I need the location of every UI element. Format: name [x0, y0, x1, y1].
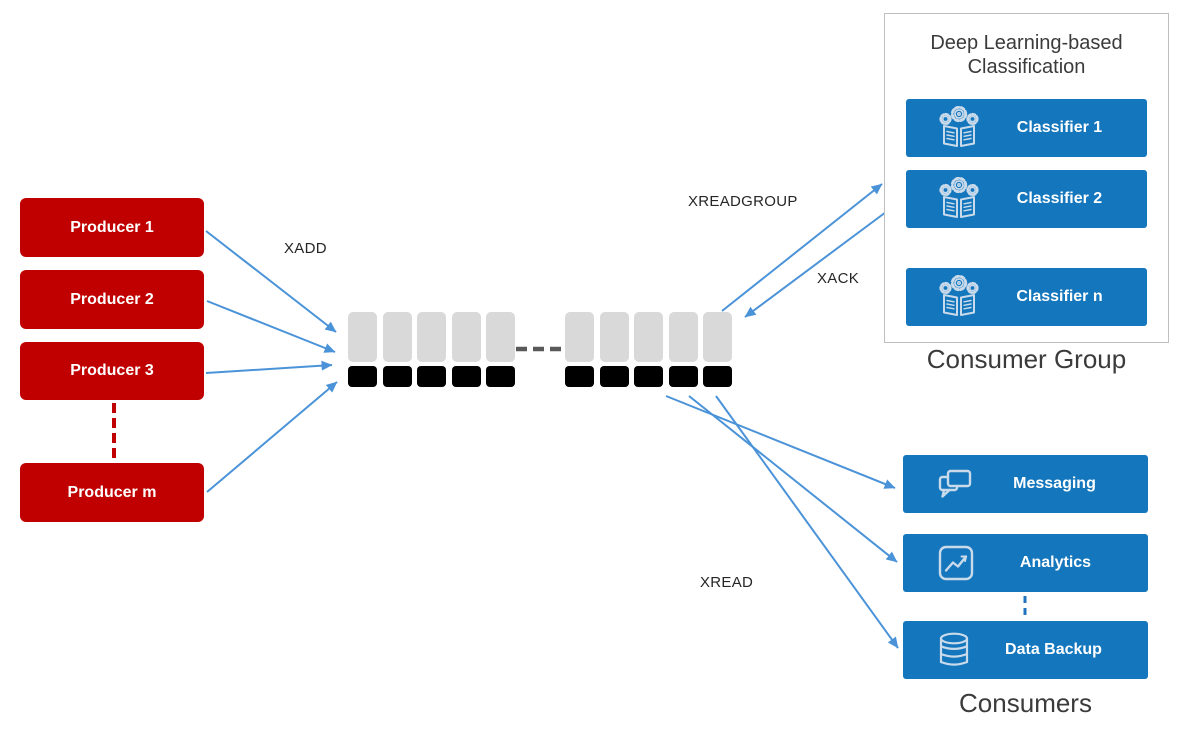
stream-entry-cell [486, 312, 515, 362]
stream-entries-row [348, 312, 515, 362]
producer-m-label: Producer m [67, 483, 157, 501]
stream-ids-row [348, 366, 515, 387]
stream-id-cell [668, 366, 698, 387]
stream-entry-cell [348, 312, 377, 362]
classifier-n-label: Classifier n [1016, 288, 1103, 305]
xreadgroup-command-label: XREADGROUP [688, 193, 798, 210]
producer-3-box: Producer 3 [20, 342, 204, 400]
stream-entry-cell [668, 312, 698, 362]
stream-segment-group-2 [565, 312, 732, 387]
xread-arrow-1 [665, 395, 896, 489]
stream-entry-cell [634, 312, 663, 362]
xadd-arrow-3 [205, 360, 333, 374]
stream-id-cell [382, 366, 412, 387]
classifier-1-label: Classifier 1 [1016, 119, 1103, 136]
data-backup-box: Data Backup [903, 621, 1148, 679]
machine-learning-icon [934, 177, 984, 221]
stream-entry-cell [565, 312, 594, 362]
stream-id-cell [451, 366, 481, 387]
classifier-2-box: Classifier 2 [906, 170, 1147, 228]
stream-id-cell [634, 366, 663, 387]
analytics-box: Analytics [903, 534, 1148, 592]
xread-arrow-2 [688, 395, 898, 563]
machine-learning-icon [934, 106, 984, 150]
stream-ids-row [565, 366, 732, 387]
stream-id-cell [599, 366, 629, 387]
xread-command-label: XREAD [700, 574, 754, 591]
xadd-arrow-4 [206, 381, 338, 493]
producer-1-box: Producer 1 [20, 198, 204, 257]
stream-id-cell [348, 366, 377, 387]
consumers-caption: Consumers [959, 688, 1092, 718]
messaging-box: Messaging [903, 455, 1148, 513]
xadd-arrow-2 [206, 300, 336, 353]
xack-command-label: XACK [817, 270, 860, 287]
stream-segment-group-1 [348, 312, 515, 387]
stream-entry-cell [451, 312, 481, 362]
stream-entry-cell [382, 312, 412, 362]
stream-entry-cell [599, 312, 629, 362]
chat-bubbles-icon [937, 468, 973, 501]
stream-entry-cell [417, 312, 446, 362]
machine-learning-icon [934, 275, 984, 319]
line-chart-icon [937, 544, 975, 582]
stream-entry-cell [703, 312, 732, 362]
producer-2-box: Producer 2 [20, 270, 204, 329]
classifier-2-label: Classifier 2 [1016, 190, 1103, 207]
classifier-n-box: Classifier n [906, 268, 1147, 326]
producer-3-label: Producer 3 [70, 362, 154, 379]
data-backup-label: Data Backup [1005, 641, 1102, 658]
messaging-label: Messaging [1013, 475, 1096, 492]
classifier-1-box: Classifier 1 [906, 99, 1147, 157]
producer-1-label: Producer 1 [70, 218, 154, 236]
stream-entries-row [565, 312, 732, 362]
xack-arrow [744, 211, 887, 318]
analytics-label: Analytics [1019, 554, 1092, 571]
stream-id-cell [703, 366, 732, 387]
consumer-group-title-text: Deep Learning-based Classification [930, 32, 1123, 78]
xread-arrow-3 [715, 395, 899, 649]
stream-id-cell [486, 366, 515, 387]
consumer-group-title: Deep Learning-based Classification [884, 31, 1169, 79]
producer-2-label: Producer 2 [70, 290, 154, 308]
database-icon [937, 631, 971, 670]
stream-id-cell [565, 366, 594, 387]
consumer-group-caption: Consumer Group [926, 344, 1127, 374]
xadd-command-label: XADD [284, 240, 327, 257]
stream-id-cell [417, 366, 446, 387]
producer-m-box: Producer m [20, 463, 204, 522]
